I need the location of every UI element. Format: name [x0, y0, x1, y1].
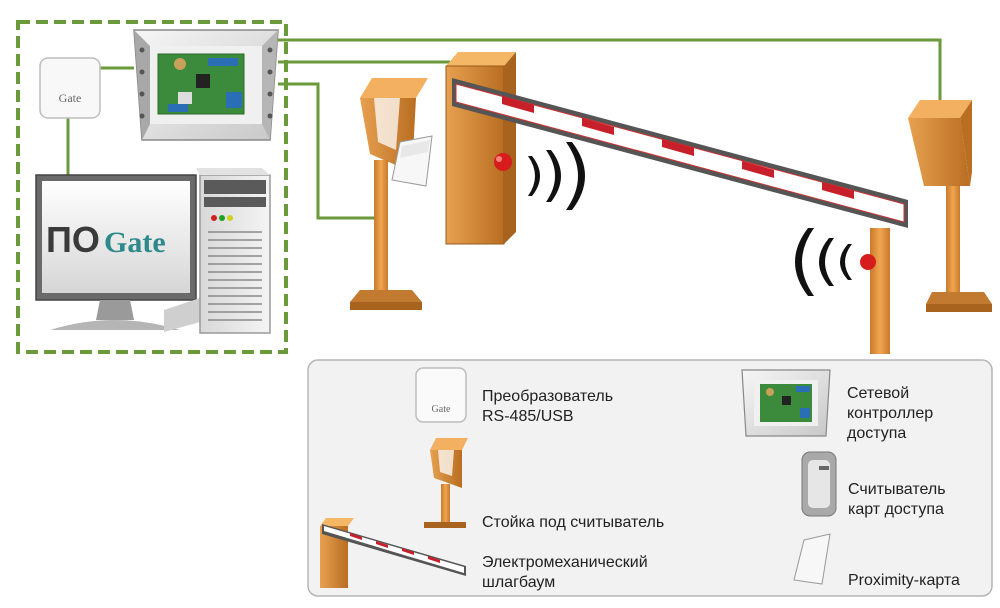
legend-reader-icon	[801, 451, 837, 517]
proximity-card	[391, 135, 433, 187]
converter-device: Gate	[39, 57, 101, 119]
barrier-end-support	[860, 228, 890, 354]
wire-controller-reader-left	[278, 82, 378, 220]
legend-card-icon	[793, 533, 831, 585]
signal-waves-right	[795, 228, 852, 296]
pc-zone-border	[16, 20, 288, 354]
legend-reader-label: Считыватель карт доступа	[848, 481, 946, 518]
reader-post-right	[908, 100, 992, 312]
legend-converter-logo: Gate	[432, 404, 451, 415]
signal-waves-left	[528, 142, 585, 210]
legend-card-label: Proximity-карта	[848, 572, 960, 589]
legend-controller-label: Сетевой контроллер доступа	[847, 385, 934, 442]
legend-barrier-icon	[320, 518, 466, 588]
converter-gate-logo: Gate	[59, 91, 82, 105]
legend-converter-icon: Gate	[415, 367, 467, 423]
legend-barrier-label: Электромеханический шлагбаум	[482, 554, 648, 591]
legend-converter-label: Преобразователь RS-485/USB	[482, 388, 614, 425]
reader-post-left	[350, 78, 428, 310]
legend-reader-post-icon	[424, 438, 468, 528]
pc-software-prefix: ПО	[46, 219, 100, 260]
legend-controller-icon	[741, 369, 831, 437]
wires	[66, 38, 942, 220]
barrier-indicator-light	[494, 153, 512, 171]
legend-reader-post-label: Стойка под считыватель	[482, 514, 665, 531]
network-controller-device	[133, 29, 279, 141]
pc-software-brand: Gate	[104, 226, 166, 259]
pc-tower	[164, 168, 271, 334]
pc-monitor: ПО Gate	[35, 174, 197, 330]
barrier-boom	[452, 78, 908, 228]
wire-controller-reader-right	[278, 38, 942, 100]
